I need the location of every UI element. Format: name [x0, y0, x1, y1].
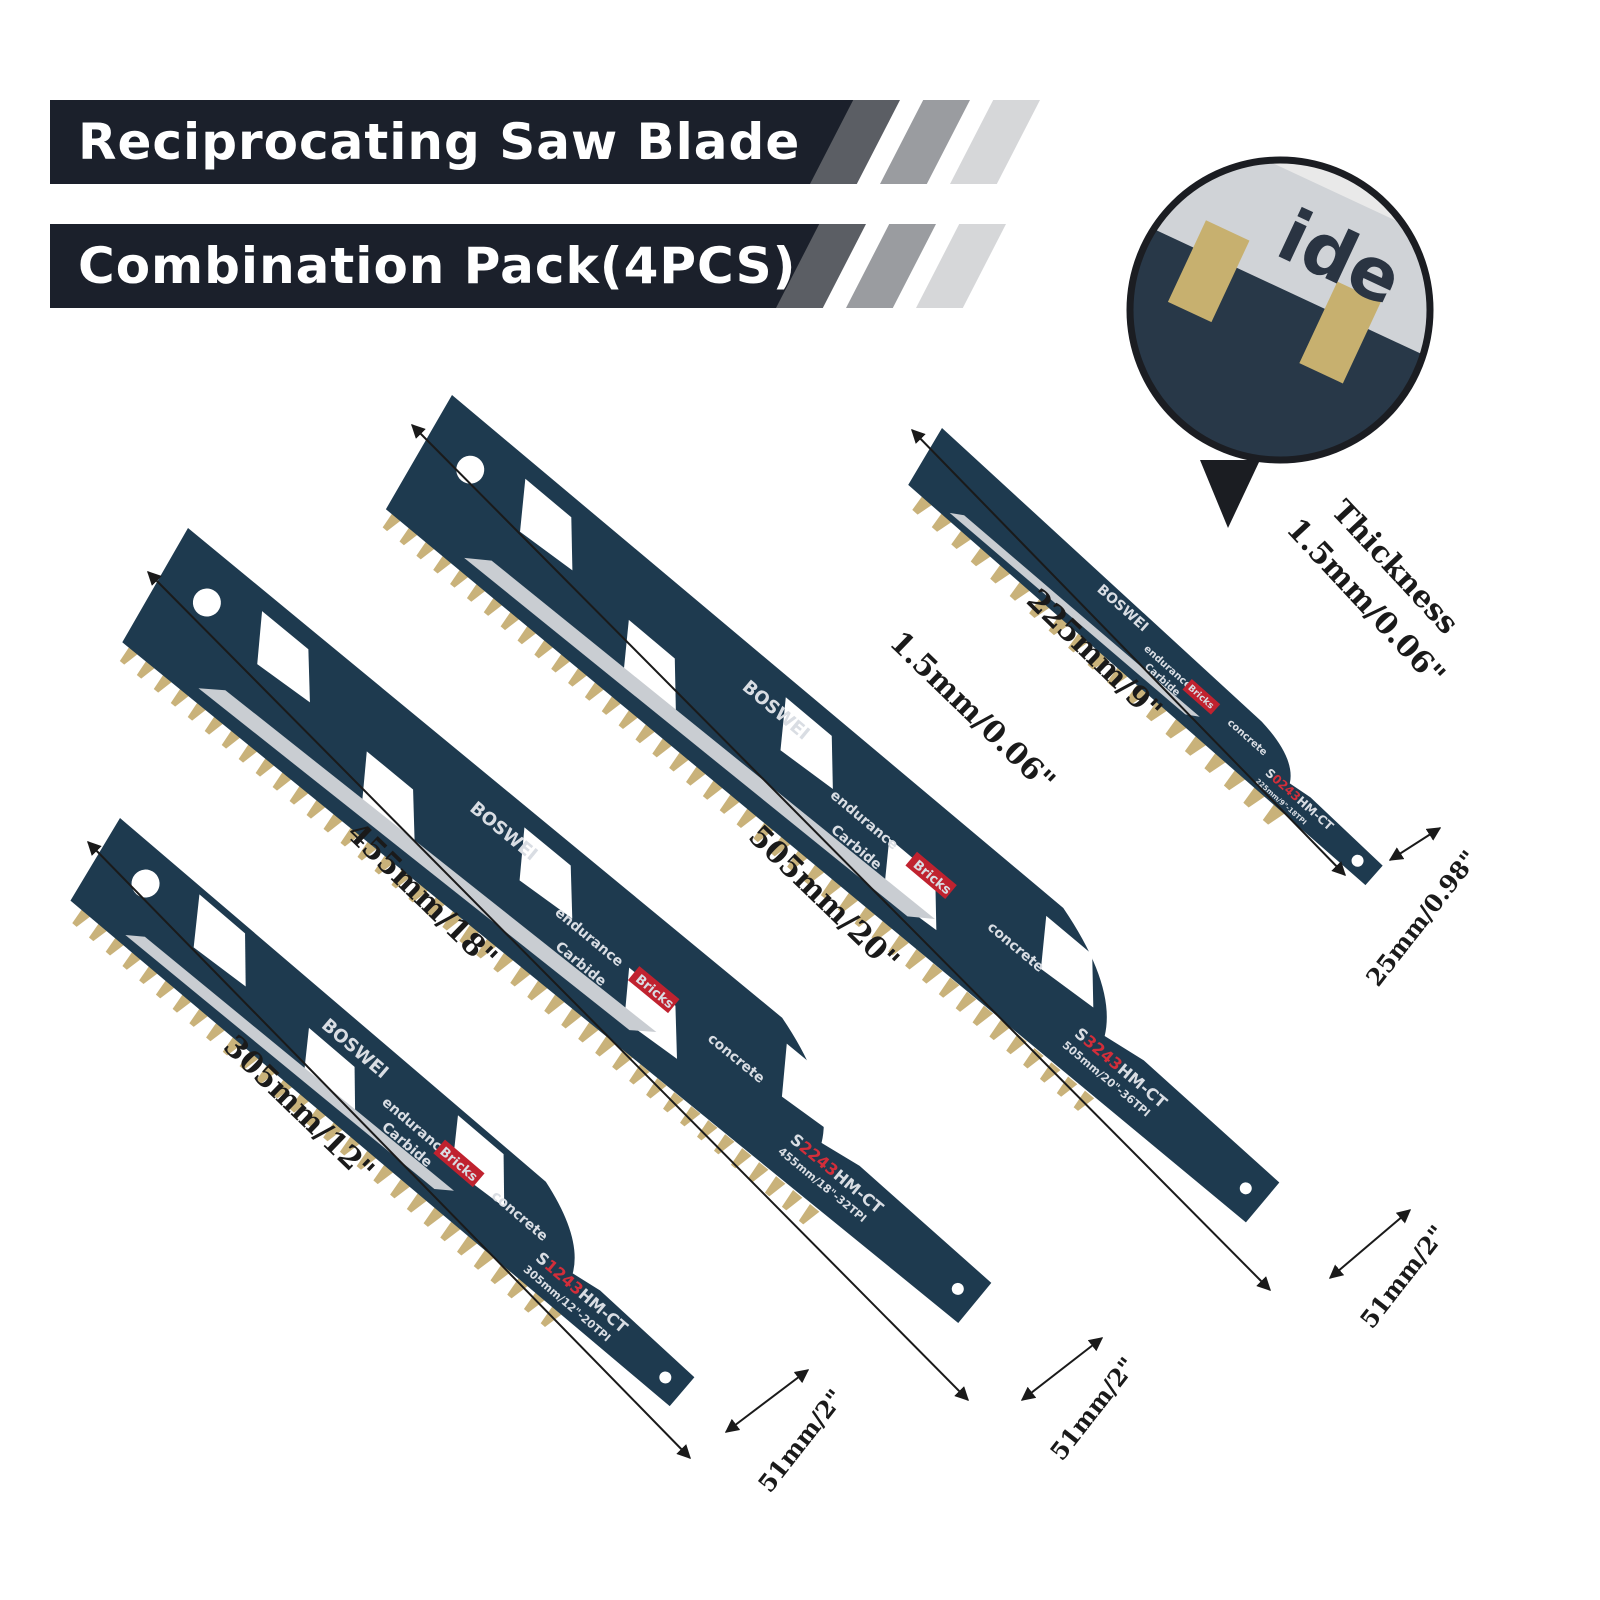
callout-pointer [1200, 460, 1260, 528]
dimension-lines: 305mm/12" 455mm/18" 505mm/20" 1.5mm/0.06… [87, 424, 1484, 1498]
length-line-505 [411, 424, 1271, 1291]
width-line-305 [724, 1369, 810, 1433]
width-line-455 [1020, 1337, 1104, 1401]
title-line2: Combination Pack(4PCS) [78, 237, 797, 295]
title-banner-line1: Reciprocating Saw Blade [50, 100, 870, 184]
title-line1: Reciprocating Saw Blade [78, 113, 801, 171]
width-label-505: 51mm/2" [1354, 1220, 1452, 1334]
carbide-tooth [781, 1190, 803, 1211]
carbide-tooth [1056, 1076, 1078, 1097]
width-line-505 [1328, 1209, 1412, 1279]
carbide-tooth [798, 1204, 820, 1225]
shank-hole [1351, 854, 1364, 867]
width-line-225 [1388, 827, 1442, 861]
length-line-225 [911, 428, 1346, 877]
thickness-label-505: 1.5mm/0.06" [882, 625, 1061, 800]
title-banner-line2: Combination Pack(4PCS) [50, 224, 836, 308]
width-label-455: 51mm/2" [1044, 1352, 1142, 1466]
